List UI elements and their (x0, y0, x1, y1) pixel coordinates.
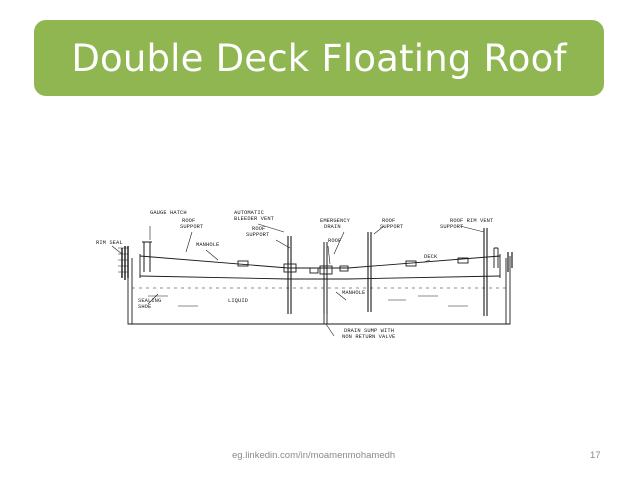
liquid-lines (148, 295, 468, 307)
center-drain-box (319, 265, 333, 275)
label-roof-support-left-1: ROOF (182, 218, 195, 224)
pontoon-rims (139, 254, 501, 278)
label-roof-support-left-2: SUPPORT (180, 224, 204, 230)
rim-seal-left (121, 246, 129, 280)
label-sealing-shoe-2: SHOE (138, 304, 151, 310)
label-automatic-vent-2: BLEEDER VENT (234, 216, 275, 222)
rim-vent-pipe (493, 247, 499, 268)
label-roof-support-right-2: SUPPORT (380, 224, 404, 230)
label-liquid: LIQUID (228, 298, 248, 304)
label-manhole-center: MANHOLE (342, 290, 365, 296)
label-roof-center: ROOF (328, 238, 341, 244)
emergency-drain-pipe (323, 242, 328, 314)
label-roof-support-mid-1: ROOF (252, 226, 265, 232)
diagram-drawing: GAUGE HATCH ROOF SUPPORT RIM SEAL MANHOL… (96, 210, 513, 340)
footer-source: eg.linkedin.com/in/moamenmohamedh (232, 450, 396, 461)
floating-roof-diagram: GAUGE HATCH ROOF SUPPORT RIM SEAL MANHOL… (88, 196, 538, 348)
label-rim-seal: RIM SEAL (96, 240, 123, 246)
label-deck: DECK (424, 254, 438, 260)
label-roof-support-right-1: ROOF (382, 218, 395, 224)
label-gauge-hatch: GAUGE HATCH (150, 210, 187, 216)
label-emergency-drain-2: DRAIN (324, 224, 341, 230)
label-sealing-shoe-1: SEALING (138, 298, 161, 304)
label-roof-support-mid-2: SUPPORT (246, 232, 270, 238)
leader-lines (111, 223, 485, 337)
label-automatic-vent-1: AUTOMATIC (234, 210, 264, 216)
manhole-box-3 (339, 265, 349, 272)
label-drain-sump-1: DRAIN SUMP WITH (344, 328, 394, 334)
manhole-box-left (237, 260, 249, 267)
label-manhole-left: MANHOLE (196, 242, 219, 248)
lower-deck (139, 275, 501, 280)
rim-seal-hatch (118, 247, 128, 273)
title-banner: Double Deck Floating Roof (34, 20, 604, 96)
label-roof-rim-vent: ROOF RIM VENT (450, 218, 494, 224)
label-emergency-drain-1: EMERGENCY (320, 218, 351, 224)
manhole-box-5 (457, 257, 469, 264)
gauge-hatch (142, 241, 152, 272)
tank-shell (127, 256, 511, 325)
bleeder-vent-box (283, 263, 297, 273)
rim-seal-right (507, 252, 513, 272)
manhole-box-4 (405, 260, 417, 267)
label-drain-sump-2: NON RETURN VALVE (342, 334, 395, 340)
drain-sump (323, 314, 328, 324)
label-support-right: SUPPORT (440, 224, 464, 230)
roof-support-left-pole (287, 236, 292, 314)
roof-rim-vent-pole (483, 228, 488, 316)
roof-support-right-pole (367, 232, 372, 312)
slide-title: Double Deck Floating Roof (71, 36, 567, 80)
page-number: 17 (590, 450, 601, 461)
manhole-box-2 (309, 267, 319, 274)
